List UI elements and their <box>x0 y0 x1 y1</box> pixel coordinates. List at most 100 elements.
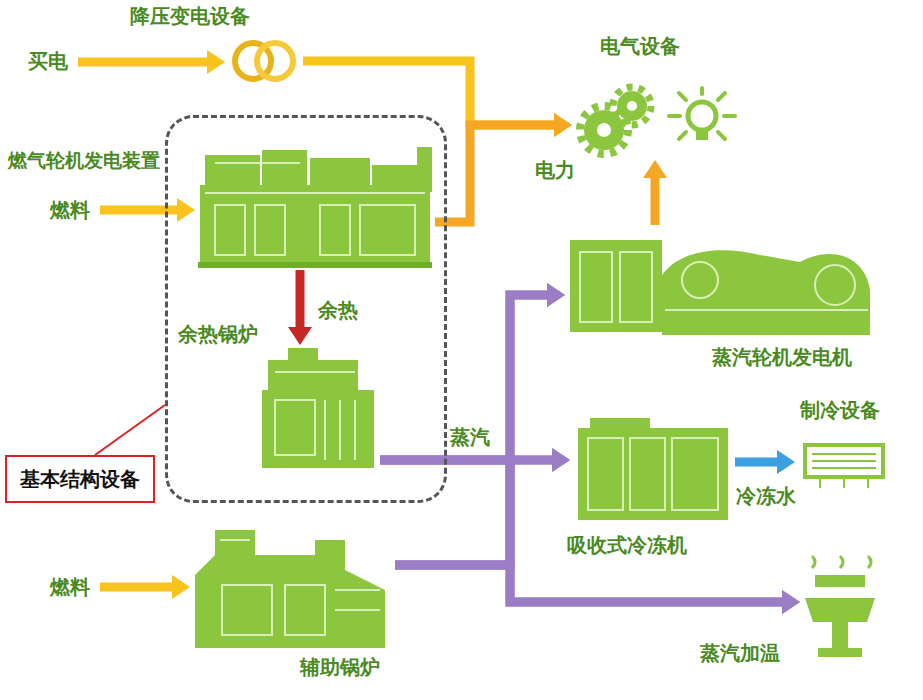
flow-label: 电力 <box>535 158 575 182</box>
fin <box>812 460 876 462</box>
equipment-label: 蒸汽轮机发电机 <box>712 345 852 369</box>
flow-label: 蒸汽 <box>448 425 492 449</box>
gear-hole <box>597 123 611 137</box>
group-outline: 基本结构设备燃气轮机发电装置余热锅炉 <box>165 115 447 503</box>
intake <box>205 155 260 187</box>
flow-line <box>735 458 780 467</box>
arrow-head <box>172 575 190 599</box>
equipment-box: 降压变电设备 <box>225 38 303 84</box>
ray <box>718 132 725 139</box>
arrow-head <box>288 327 312 345</box>
flow-line <box>380 460 785 602</box>
gear-teeth <box>613 87 651 125</box>
text-node: 燃料 <box>48 573 92 601</box>
air <box>819 479 821 488</box>
flow-arrow <box>395 565 800 614</box>
gear-hole <box>627 101 637 111</box>
flow-line <box>100 206 180 215</box>
flow-line <box>380 295 550 460</box>
gear <box>584 110 624 150</box>
callout-box: 基本结构设备 <box>5 455 155 503</box>
door <box>215 205 245 255</box>
equipment-label: 燃料 <box>50 198 90 222</box>
details <box>220 540 380 635</box>
flow-line <box>296 270 305 330</box>
equipment-label: 燃料 <box>50 575 90 599</box>
flow-line <box>395 295 550 565</box>
flow-label: 余热 <box>316 298 360 322</box>
equipment-label: 辅助锅炉 <box>300 655 380 679</box>
bulb <box>688 102 716 130</box>
intake <box>262 150 307 187</box>
equipment-box: 制冷设备 <box>795 440 890 490</box>
ray <box>679 93 686 100</box>
arrow-head <box>554 113 572 137</box>
equipment-box: 辅助锅炉 <box>190 520 395 650</box>
flow-arrow <box>100 198 195 222</box>
pipe <box>324 400 326 460</box>
flow-arrow <box>380 460 800 614</box>
panel <box>588 438 623 510</box>
equipment-label: 余热锅炉 <box>178 322 258 346</box>
flow-arrow <box>395 448 570 565</box>
equipment-label: 降压变电设备 <box>130 4 250 28</box>
waste-heat-boiler <box>262 348 374 468</box>
flow-line <box>100 583 175 592</box>
flow-line <box>78 58 210 67</box>
housing <box>200 185 430 265</box>
filter <box>310 158 370 187</box>
arrow-head <box>207 50 225 74</box>
flow-line <box>395 565 785 602</box>
panel <box>630 438 665 510</box>
bulb-base <box>696 131 708 140</box>
equipment-label: 电气设备 <box>600 34 680 58</box>
equipment-label: 买电 <box>28 49 68 73</box>
pipe <box>335 609 380 611</box>
arrow-head <box>177 198 195 222</box>
flow-arrow <box>380 283 565 460</box>
arrow-head <box>782 590 800 614</box>
cabinet <box>570 240 662 332</box>
pipe <box>275 371 355 373</box>
cooling-unit <box>805 445 883 488</box>
flow-line <box>651 175 660 225</box>
flow-arrow <box>288 270 312 345</box>
panel <box>222 585 272 635</box>
bowl <box>805 598 875 622</box>
details <box>580 252 868 322</box>
gas-turbine <box>198 147 432 268</box>
doors <box>205 163 425 255</box>
duct <box>372 147 432 192</box>
fin <box>812 453 876 455</box>
flow-arrow <box>78 50 225 74</box>
equipment-label: 燃气轮机发电装置 <box>8 150 160 173</box>
equipment-box: 吸收式冷冻机 <box>570 415 735 525</box>
door <box>580 252 612 322</box>
equipment-box: 蒸汽加温 <box>800 560 880 660</box>
panel <box>672 438 718 510</box>
door <box>255 205 285 255</box>
coil <box>815 265 855 305</box>
door <box>360 205 415 255</box>
flow-arrow <box>395 283 565 565</box>
fin <box>812 467 876 469</box>
arrow-head <box>552 448 570 472</box>
equipment-box: 电气设备 <box>572 85 745 160</box>
frame <box>805 445 883 477</box>
pipe <box>354 400 356 460</box>
equipment-label: 吸收式冷冻机 <box>567 533 687 557</box>
panels <box>588 438 718 510</box>
equipment-box: 余热锅炉 <box>255 345 380 470</box>
arrow-head <box>554 113 572 137</box>
transformer-coil <box>257 43 293 79</box>
equipment-box: 燃气轮机发电装置 <box>195 140 435 270</box>
flow-label: 冷冻水 <box>734 484 798 508</box>
seam <box>665 309 868 311</box>
absorption-chiller <box>578 418 728 520</box>
pipe <box>339 400 341 460</box>
arrow-head <box>643 160 667 178</box>
nozzle <box>815 575 865 587</box>
air <box>867 479 869 488</box>
turbine <box>662 250 870 335</box>
ray <box>669 114 680 118</box>
